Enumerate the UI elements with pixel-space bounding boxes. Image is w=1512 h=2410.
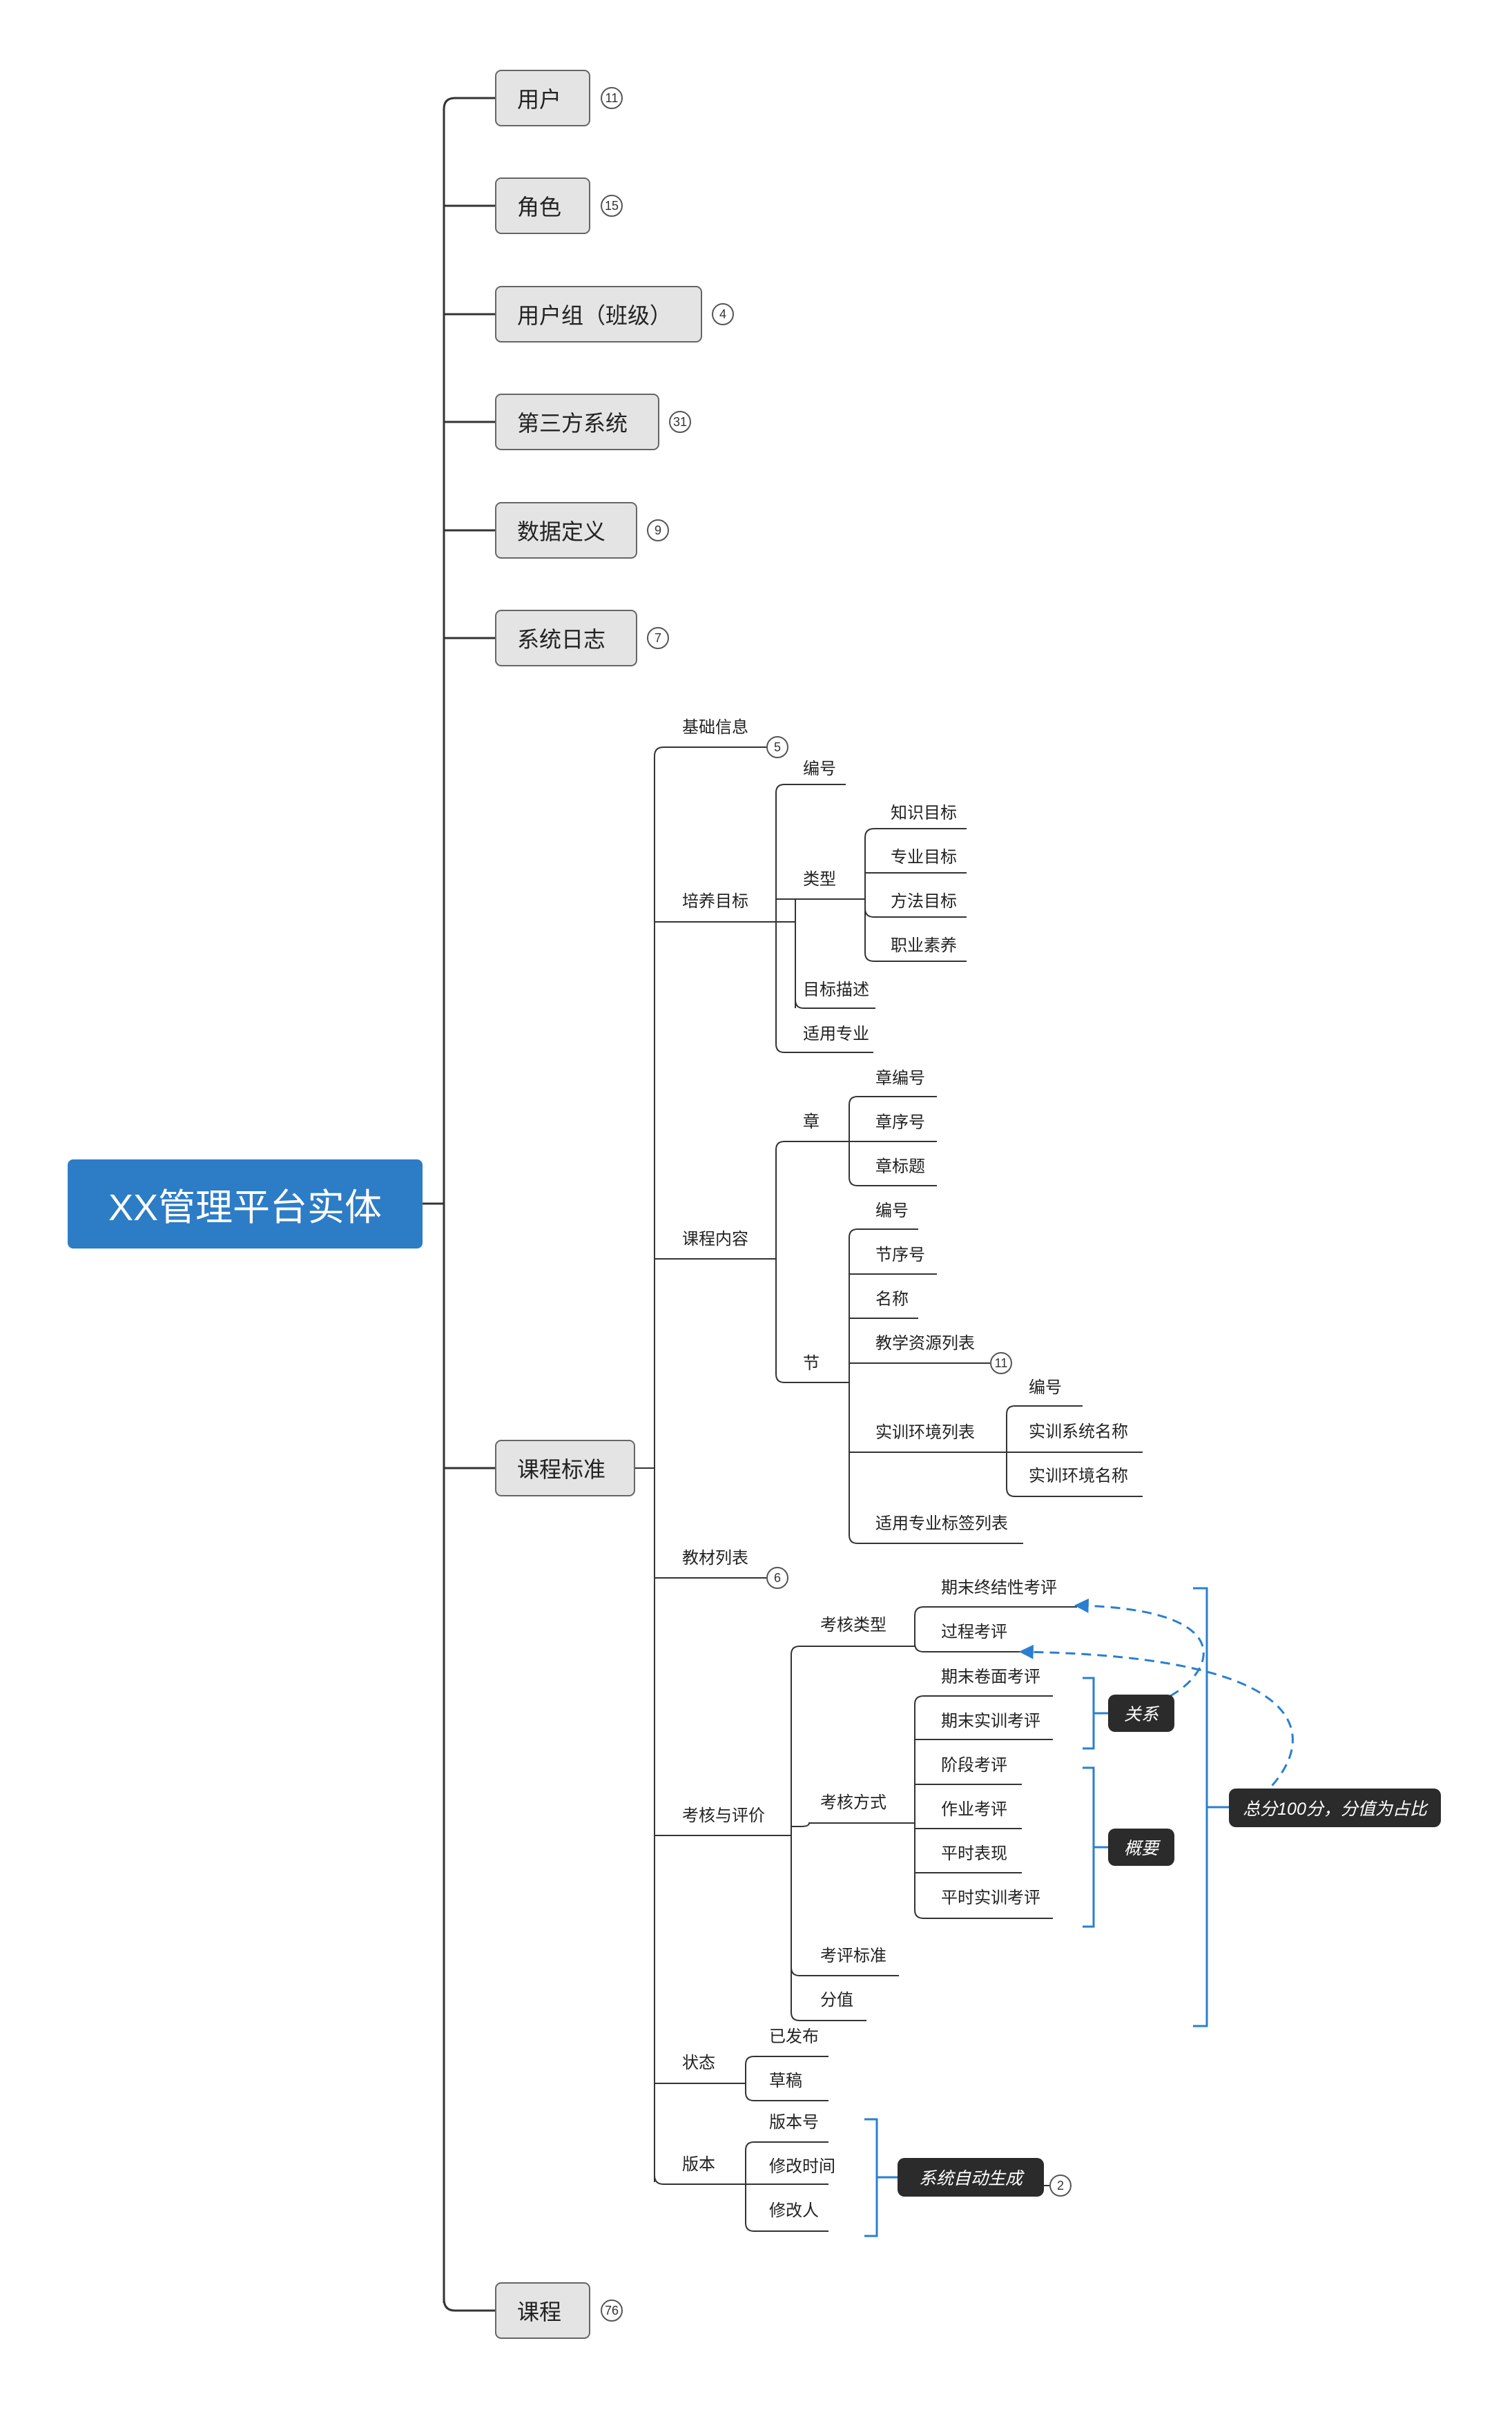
status-label[interactable]: 状态 xyxy=(682,2054,715,2072)
section-item-resources[interactable]: 教学资源列表 xyxy=(875,1334,975,1353)
environment-item[interactable]: 实训系统名称 xyxy=(1029,1423,1128,1441)
count-badge-user-group[interactable]: 4 xyxy=(712,303,734,325)
assessment-standard-label[interactable]: 考评标准 xyxy=(820,1947,886,1965)
node-data-definition[interactable]: 数据定义 xyxy=(495,502,637,559)
section-item-environments[interactable]: 实训环境列表 xyxy=(875,1423,975,1442)
section-item[interactable]: 编号 xyxy=(875,1202,909,1220)
version-bracket xyxy=(864,2118,878,2237)
assessment-type-item[interactable]: 期末终结性考评 xyxy=(941,1579,1057,1597)
version-item[interactable]: 修改时间 xyxy=(769,2157,835,2176)
goal-type-item[interactable]: 方法目标 xyxy=(891,892,957,911)
assessment-method-item[interactable]: 阶段考评 xyxy=(941,1756,1007,1775)
chapter-item[interactable]: 章序号 xyxy=(875,1113,925,1132)
assessment-method-item[interactable]: 平时表现 xyxy=(941,1844,1007,1863)
total-score-callout[interactable]: 总分100分，分值为占比 xyxy=(1229,1789,1441,1827)
goal-type-label[interactable]: 类型 xyxy=(803,870,836,889)
training-goal-label[interactable]: 培养目标 xyxy=(682,892,748,911)
summary-callout[interactable]: 概要 xyxy=(1108,1829,1174,1866)
goal-type-item[interactable]: 专业目标 xyxy=(891,848,957,867)
node-system-log[interactable]: 系统日志 xyxy=(495,610,637,666)
assessment-score-label[interactable]: 分值 xyxy=(820,1991,853,2009)
root-node[interactable]: XX管理平台实体 xyxy=(68,1159,423,1249)
assessment-bracket xyxy=(1193,1587,1208,2027)
assessment-method-item[interactable]: 平时实训考评 xyxy=(941,1889,1040,1907)
goal-major-label[interactable]: 适用专业 xyxy=(803,1025,869,1043)
count-badge-auto-generated[interactable]: 2 xyxy=(1049,2175,1072,2197)
assessment-label[interactable]: 考核与评价 xyxy=(682,1806,765,1825)
assessment-type-item[interactable]: 过程考评 xyxy=(941,1623,1007,1641)
count-badge-textbook[interactable]: 6 xyxy=(766,1567,788,1589)
textbook-list-label[interactable]: 教材列表 xyxy=(682,1549,748,1568)
version-item[interactable]: 版本号 xyxy=(769,2113,819,2132)
section-label[interactable]: 节 xyxy=(803,1354,820,1373)
version-item[interactable]: 修改人 xyxy=(769,2201,819,2220)
goal-number-label[interactable]: 编号 xyxy=(803,760,836,778)
assessment-method-item[interactable]: 期末实训考评 xyxy=(941,1712,1040,1731)
count-badge-data-definition[interactable]: 9 xyxy=(647,519,669,541)
chapter-item[interactable]: 章编号 xyxy=(875,1069,925,1088)
chapter-item[interactable]: 章标题 xyxy=(875,1157,925,1176)
section-item[interactable]: 名称 xyxy=(875,1290,909,1309)
goal-description-label[interactable]: 目标描述 xyxy=(803,981,869,999)
node-course[interactable]: 课程 xyxy=(495,2282,590,2339)
relation-bracket xyxy=(1083,1677,1095,1750)
course-content-label[interactable]: 课程内容 xyxy=(682,1230,748,1249)
count-badge-resources[interactable]: 11 xyxy=(990,1352,1012,1374)
node-course-standard[interactable]: 课程标准 xyxy=(495,1440,635,1496)
count-badge-third-party[interactable]: 31 xyxy=(669,411,691,433)
chapter-label[interactable]: 章 xyxy=(803,1112,820,1131)
environment-item[interactable]: 编号 xyxy=(1029,1378,1062,1397)
auto-generated-callout[interactable]: 系统自动生成 xyxy=(898,2158,1044,2197)
node-role[interactable]: 角色 xyxy=(495,177,590,234)
node-user-group[interactable]: 用户组（班级） xyxy=(495,286,702,343)
assessment-method-label[interactable]: 考核方式 xyxy=(820,1793,886,1812)
version-label[interactable]: 版本 xyxy=(682,2155,715,2174)
relation-callout[interactable]: 关系 xyxy=(1108,1695,1174,1732)
assessment-method-item[interactable]: 作业考评 xyxy=(941,1800,1007,1819)
node-third-party-system[interactable]: 第三方系统 xyxy=(495,394,659,450)
status-item[interactable]: 已发布 xyxy=(769,2027,819,2046)
section-item-major-tags[interactable]: 适用专业标签列表 xyxy=(875,1514,1008,1533)
count-badge-user[interactable]: 11 xyxy=(601,87,623,109)
count-badge-course[interactable]: 76 xyxy=(601,2300,623,2322)
goal-type-item[interactable]: 知识目标 xyxy=(891,804,957,822)
section-item[interactable]: 节序号 xyxy=(875,1246,925,1264)
count-badge-basic-info[interactable]: 5 xyxy=(766,736,788,758)
assessment-method-item[interactable]: 期末卷面考评 xyxy=(941,1668,1040,1686)
environment-item[interactable]: 实训环境名称 xyxy=(1029,1467,1128,1485)
relation-arrow-1 xyxy=(1074,1598,1205,1697)
status-item[interactable]: 草稿 xyxy=(769,2072,802,2090)
goal-type-item[interactable]: 职业素养 xyxy=(891,936,957,955)
summary-bracket xyxy=(1083,1766,1095,1928)
assessment-type-label[interactable]: 考核类型 xyxy=(820,1616,886,1635)
count-badge-role[interactable]: 15 xyxy=(601,195,623,217)
basic-info-label[interactable]: 基础信息 xyxy=(682,718,748,737)
count-badge-system-log[interactable]: 7 xyxy=(647,627,669,649)
node-user[interactable]: 用户 xyxy=(495,70,590,126)
